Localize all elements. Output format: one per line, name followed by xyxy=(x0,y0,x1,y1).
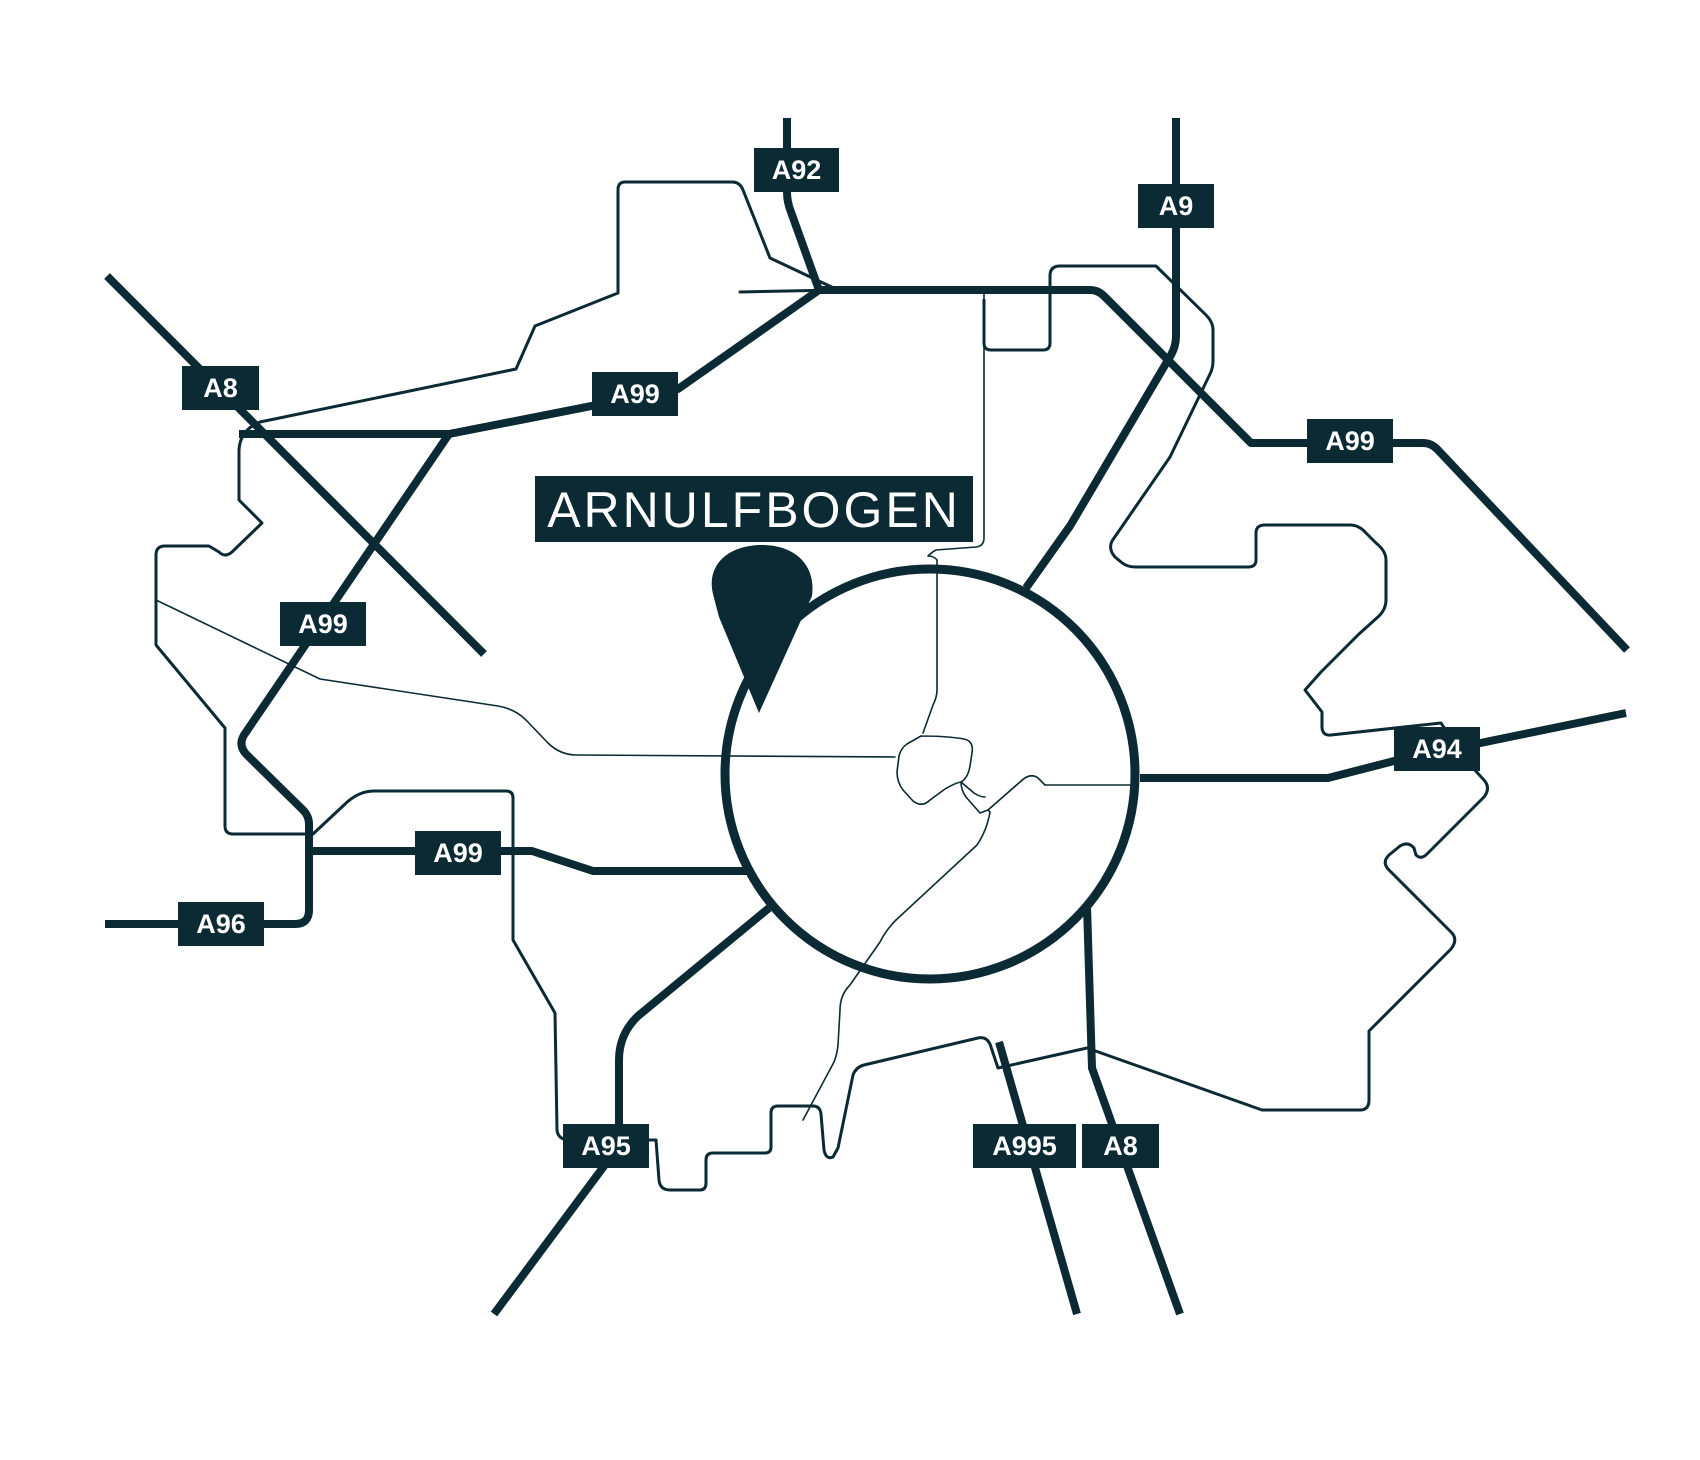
internal-road-north xyxy=(922,291,985,734)
highway-label-a99-west: A99 xyxy=(280,602,366,646)
highway-label-a9: A9 xyxy=(1138,184,1214,228)
highway-a95 xyxy=(490,904,772,1317)
highway-label-a99-east: A99 xyxy=(1307,419,1393,463)
highway-label-a8-northwest-text: A8 xyxy=(203,373,238,403)
highway-label-a8-northwest: A8 xyxy=(182,366,259,410)
highway-a94 xyxy=(1140,709,1627,782)
highway-label-a8-south-text: A8 xyxy=(1103,1131,1138,1161)
highway-label-a92-text: A92 xyxy=(772,155,822,185)
highway-label-a8-south: A8 xyxy=(1082,1124,1159,1168)
highway-label-a95-text: A95 xyxy=(581,1131,631,1161)
highway-label-a99-east-text: A99 xyxy=(1325,426,1375,456)
internal-road-west xyxy=(155,599,896,758)
highway-label-a96: A96 xyxy=(178,902,264,946)
highway-label-a94-text: A94 xyxy=(1412,734,1462,764)
internal-road-centre-east xyxy=(987,774,1046,811)
highway-label-a92: A92 xyxy=(754,148,839,192)
highway-label-a94: A94 xyxy=(1394,727,1480,771)
highway-a99-west xyxy=(105,431,453,928)
location-pin-icon xyxy=(711,545,813,713)
highway-label-a99-north-text: A99 xyxy=(610,379,660,409)
city-ring xyxy=(720,564,1140,984)
highway-a99-north xyxy=(239,286,1630,653)
highway-a8-northwest xyxy=(104,273,487,657)
map-linework xyxy=(104,118,1630,1317)
internal-road-south xyxy=(802,809,991,1121)
city-centre-loop xyxy=(896,735,989,814)
highway-label-a9-text: A9 xyxy=(1159,191,1194,221)
highway-label-a99-north: A99 xyxy=(592,372,678,416)
highway-label-a995: A995 xyxy=(973,1124,1076,1168)
location-title: ARNULFBOGEN xyxy=(547,482,961,538)
location-title-box: ARNULFBOGEN xyxy=(535,476,973,542)
highway-a92 xyxy=(783,118,823,292)
highway-label-a995-text: A995 xyxy=(992,1131,1057,1161)
highway-label-a99-west-text: A99 xyxy=(298,609,348,639)
highway-a995 xyxy=(995,1040,1081,1316)
highway-a9 xyxy=(1022,118,1180,591)
highway-a99-southwest xyxy=(309,847,750,875)
highway-label-a99-southwest-text: A99 xyxy=(433,838,483,868)
highway-label-a95: A95 xyxy=(563,1124,649,1168)
inner-connector xyxy=(960,781,986,798)
highway-label-a99-southwest: A99 xyxy=(415,831,501,875)
highway-a8-south xyxy=(1083,905,1184,1316)
highway-label-a96-text: A96 xyxy=(196,909,246,939)
city-boundary xyxy=(154,180,1489,1192)
